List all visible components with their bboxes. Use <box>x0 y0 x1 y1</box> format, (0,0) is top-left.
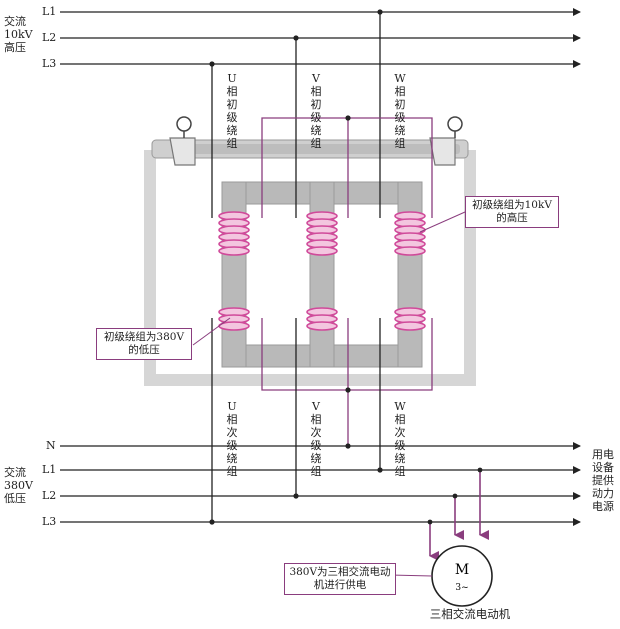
hv-line-label-l1: L1 <box>42 5 57 18</box>
lv-line-label-l2: L2 <box>42 489 57 502</box>
hv-supply-label: 交流10kV高压 <box>4 15 33 54</box>
lv-line-label-l3: L3 <box>42 515 57 528</box>
primary-winding-label-w: W相初级绕组 <box>394 72 406 150</box>
primary-delta-links <box>261 117 433 218</box>
secondary-coil-v-turn <box>306 321 338 331</box>
motor-symbol: M <box>455 562 469 578</box>
secondary-coil-u <box>218 307 250 331</box>
transformer-frame <box>144 116 476 386</box>
primary-coil-u-turn <box>218 246 250 256</box>
hv-supply-lines <box>60 8 581 68</box>
primary-coil-u <box>218 211 250 256</box>
primary-coil-v-turn <box>306 246 338 256</box>
motor-phase-symbol: 3~ <box>455 583 468 593</box>
secondary-star-links <box>261 318 433 446</box>
primary-voltage-callout: 初级绕组为10kV的高压 <box>465 196 559 228</box>
hv-line-label-l3: L3 <box>42 57 57 70</box>
transformer-core <box>221 181 423 368</box>
motor-tap-dots <box>427 467 483 525</box>
secondary-coil-w-turn <box>394 321 426 331</box>
lv-supply-lines <box>60 442 581 526</box>
secondary-winding-label-v: V相次级绕组 <box>310 400 322 478</box>
primary-winding-label-v: V相初级绕组 <box>310 72 322 150</box>
primary-coil-w-turn <box>394 246 426 256</box>
primary-winding-label-u: U相初级绕组 <box>226 72 238 150</box>
callout-leaders <box>192 211 466 577</box>
secondary-coil-w <box>394 307 426 331</box>
lv-line-label-n: N <box>46 439 56 452</box>
hv-line-label-l2: L2 <box>42 31 57 44</box>
motor-caption: 三相交流电动机 <box>429 607 511 621</box>
secondary-coil-v <box>306 307 338 331</box>
hv-drop-wires <box>211 12 381 218</box>
secondary-winding-label-u: U相次级绕组 <box>226 400 238 478</box>
secondary-winding-label-w: W相次级绕组 <box>394 400 406 478</box>
lv-line-label-l1: L1 <box>42 463 57 476</box>
lv-drop-wires <box>211 318 381 522</box>
lv-supply-label: 交流380V低压 <box>4 466 33 505</box>
primary-coil-w <box>394 211 426 256</box>
load-description-label: 用电设备提供动力电源 <box>592 448 614 513</box>
motor-tap-wires <box>429 470 489 561</box>
motor-supply-callout: 380V为三相交流电动机进行供电 <box>284 563 396 595</box>
primary-coil-v <box>306 211 338 256</box>
secondary-voltage-callout: 初级绕组为380V的低压 <box>96 328 192 360</box>
junction-dots <box>209 9 383 525</box>
